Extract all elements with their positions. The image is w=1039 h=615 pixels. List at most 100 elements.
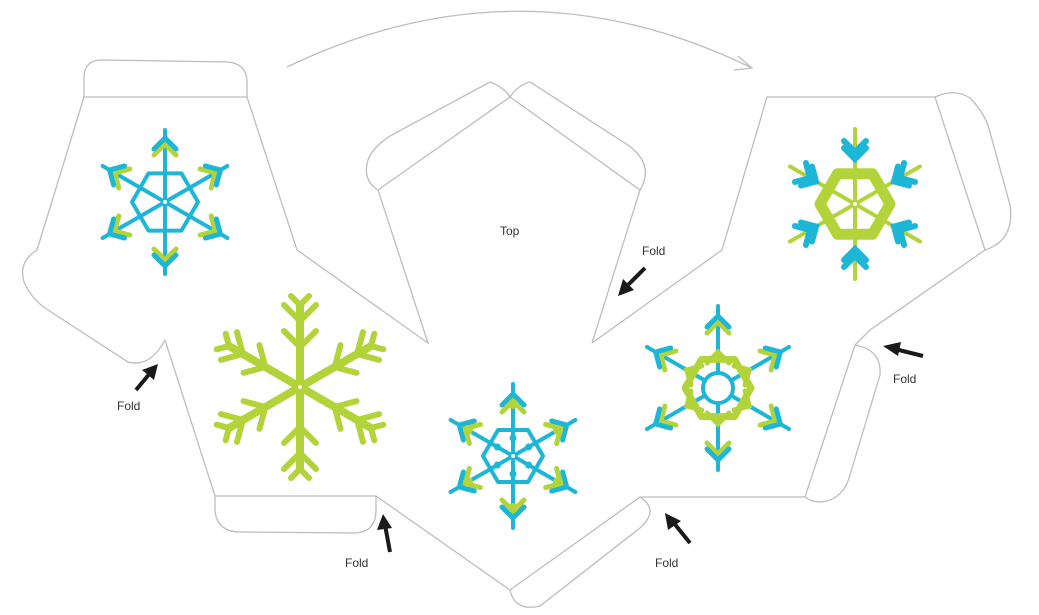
snowflake-arm bbox=[281, 383, 319, 481]
arm-line bbox=[853, 202, 922, 244]
branch bbox=[240, 342, 270, 376]
snowflake-center bbox=[296, 383, 304, 391]
snowflake-arm bbox=[841, 202, 869, 281]
chevron bbox=[106, 163, 128, 188]
snowflake-arm bbox=[499, 454, 527, 530]
chevron bbox=[896, 222, 919, 249]
chevron bbox=[791, 159, 814, 186]
snowflake-arm bbox=[296, 329, 387, 391]
chevron bbox=[456, 418, 477, 443]
branch bbox=[330, 342, 360, 376]
dot bbox=[462, 425, 473, 435]
arm-line bbox=[788, 164, 857, 206]
snowflake-hexagon bbox=[681, 355, 755, 421]
arrow-icon bbox=[134, 364, 158, 392]
chevron bbox=[549, 418, 570, 443]
arrow-icon bbox=[665, 513, 692, 545]
arrow-icon bbox=[377, 514, 392, 553]
chevron bbox=[657, 403, 679, 428]
dot bbox=[553, 425, 564, 435]
fork bbox=[288, 464, 312, 481]
chevron bbox=[896, 159, 919, 186]
chevron bbox=[652, 345, 674, 370]
snowflake-arm bbox=[163, 200, 230, 241]
dot bbox=[508, 399, 518, 409]
dot bbox=[462, 477, 473, 487]
snowflake-arm bbox=[511, 418, 578, 458]
snowflake-arm bbox=[853, 202, 922, 249]
tab-bottom-center bbox=[509, 496, 651, 608]
dot bbox=[509, 470, 517, 478]
tab-left-side bbox=[21, 249, 166, 364]
tab-right-top bbox=[934, 92, 1012, 251]
dot bbox=[525, 443, 533, 451]
chevron bbox=[757, 348, 779, 373]
template-outline bbox=[21, 10, 1012, 608]
arm-line bbox=[853, 164, 922, 206]
snowflake-arm bbox=[841, 127, 869, 206]
snowflake-arm bbox=[448, 454, 515, 494]
fork bbox=[367, 330, 387, 353]
dot bbox=[508, 503, 518, 513]
snowflake-hexagon bbox=[130, 171, 200, 233]
chevron bbox=[798, 219, 820, 245]
chevron bbox=[202, 163, 224, 188]
fold-label: Fold bbox=[345, 556, 369, 570]
snowflake-center bbox=[851, 200, 859, 208]
tab-bottom-left bbox=[214, 496, 377, 534]
branch bbox=[281, 328, 319, 352]
chevron bbox=[890, 163, 912, 189]
branch bbox=[217, 329, 247, 363]
tab-top-left bbox=[365, 81, 511, 191]
fold-arrows bbox=[134, 266, 924, 553]
chevron bbox=[890, 219, 912, 245]
chevron bbox=[657, 348, 679, 373]
snowflake-arm bbox=[151, 200, 179, 276]
dot bbox=[493, 443, 501, 451]
dot bbox=[553, 477, 564, 487]
rotation-arc bbox=[286, 10, 753, 69]
snowflake-arm bbox=[213, 383, 304, 445]
snowflake-arm bbox=[296, 383, 387, 445]
chevron bbox=[202, 216, 224, 241]
chevron bbox=[111, 213, 133, 238]
arrow-icon bbox=[883, 342, 924, 358]
fold-label: Fold bbox=[642, 244, 666, 258]
snowflake-arm bbox=[511, 454, 578, 494]
snowflake-arm bbox=[788, 159, 857, 206]
branch bbox=[353, 411, 383, 445]
snowflake-arm bbox=[499, 382, 527, 458]
chevron bbox=[704, 440, 732, 458]
fold-label: Fold bbox=[893, 372, 917, 386]
chevron bbox=[704, 318, 732, 336]
snowflake-ring bbox=[701, 371, 735, 405]
chevron bbox=[762, 345, 784, 370]
snowflake-hexagon bbox=[814, 168, 896, 240]
snowflake-center bbox=[161, 198, 169, 206]
chevron bbox=[704, 312, 732, 330]
branch bbox=[353, 329, 383, 363]
tab-right-bottom bbox=[804, 344, 881, 503]
chevron bbox=[652, 406, 674, 431]
tab-top-right bbox=[509, 81, 646, 191]
snowflake-top-left-icon bbox=[100, 128, 230, 276]
snowflake-center-icon bbox=[448, 382, 578, 530]
top-label: Top bbox=[500, 224, 520, 238]
snowflake-arm bbox=[100, 163, 167, 204]
fork bbox=[213, 421, 233, 444]
branch bbox=[240, 398, 270, 432]
chevron bbox=[762, 406, 784, 431]
snowflake-hexagon bbox=[481, 428, 545, 484]
dot bbox=[493, 461, 501, 469]
chevron bbox=[151, 140, 179, 158]
snowflake-left-green-icon bbox=[213, 293, 387, 481]
snowflake-arm bbox=[151, 128, 179, 204]
fold-label: Fold bbox=[117, 399, 141, 413]
arrow-icon bbox=[618, 266, 647, 296]
fork bbox=[288, 293, 312, 310]
branch bbox=[281, 302, 319, 326]
branch bbox=[330, 398, 360, 432]
chevron bbox=[111, 166, 133, 191]
chevron bbox=[549, 469, 570, 494]
snowflake-arm bbox=[788, 202, 857, 249]
